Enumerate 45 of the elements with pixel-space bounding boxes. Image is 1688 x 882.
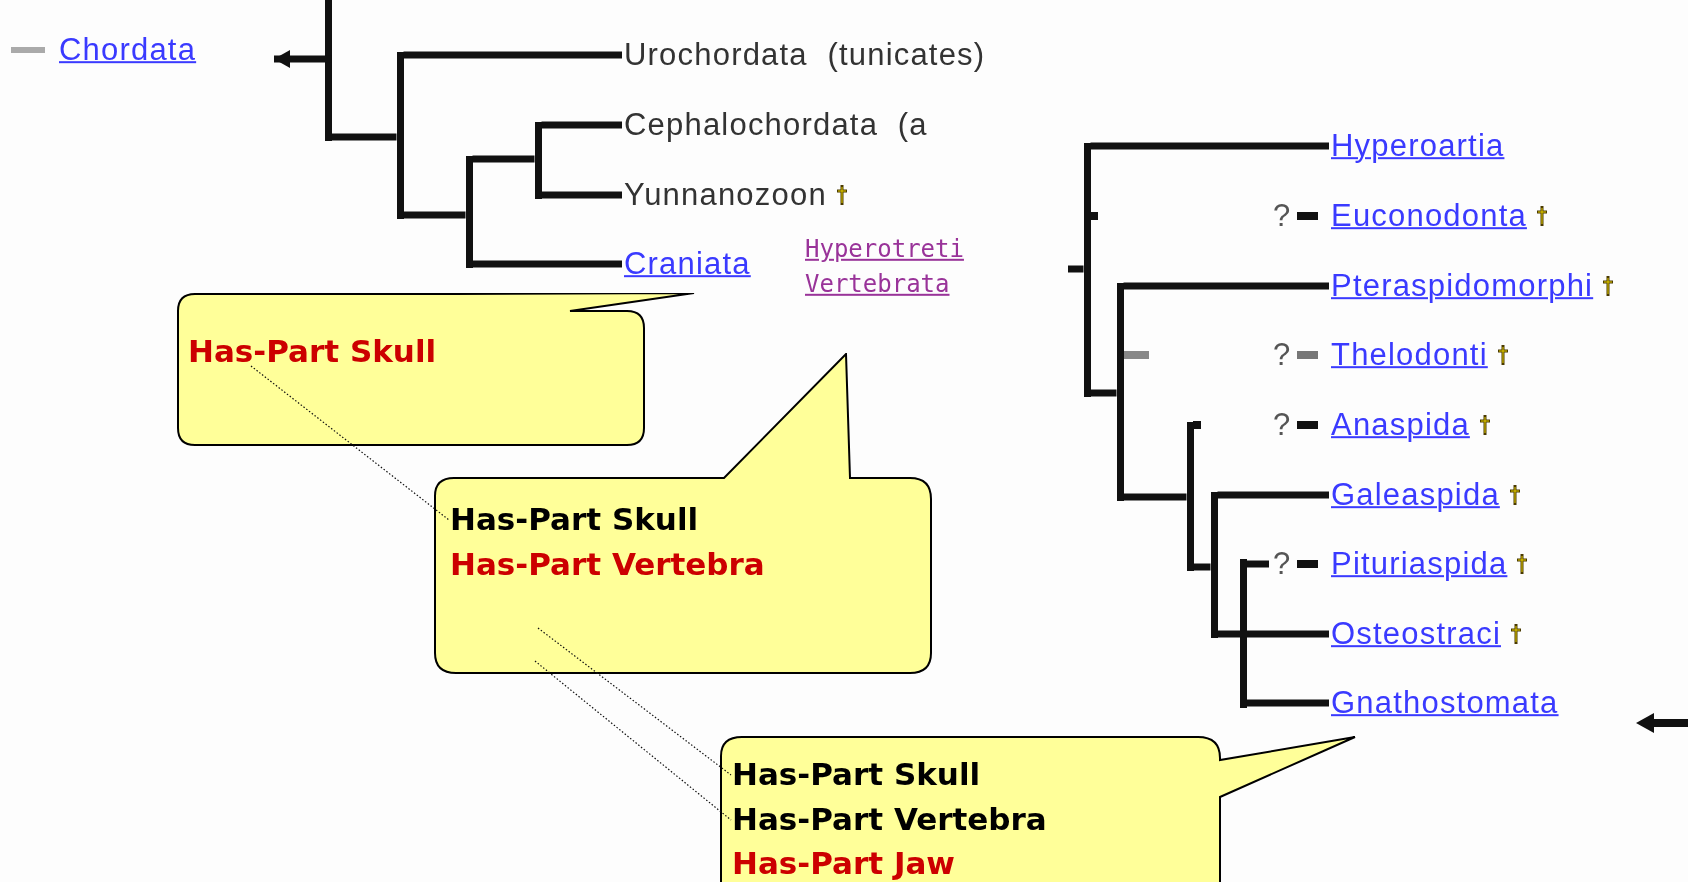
branch-line xyxy=(1123,493,1187,501)
branch-line xyxy=(331,133,397,141)
fact-text: Has-Part Skull xyxy=(450,502,699,538)
uncertainty-mark: ? xyxy=(1273,337,1291,373)
taxon-name: Cephalochordata (a xyxy=(624,107,928,143)
branch-bar xyxy=(1083,142,1091,397)
taxon-link: Galeaspida xyxy=(1331,477,1500,513)
branch-line xyxy=(472,155,535,163)
taxon-name: Urochordata (tunicates) xyxy=(624,37,986,73)
taxon-link: Osteostraci xyxy=(1331,616,1501,652)
taxon-link: Pituriaspida xyxy=(1331,546,1508,582)
branch-bar xyxy=(534,121,542,199)
branch-line xyxy=(1193,563,1211,571)
branch-bar xyxy=(1239,558,1247,708)
uncertainty-mark: ? xyxy=(1273,198,1291,234)
fact-text: Has-Part Skull xyxy=(188,334,437,370)
taxon-link: Thelodonti xyxy=(1331,337,1488,373)
taxon-link: Hyperoartia xyxy=(1331,128,1505,164)
speech-bubble xyxy=(720,736,1357,882)
taxon-name: Yunnanozoon xyxy=(624,177,827,213)
branch-line xyxy=(1090,389,1117,397)
branch-bar xyxy=(396,51,404,219)
uncertainty-mark: ? xyxy=(1273,407,1291,443)
branch-bar xyxy=(1186,421,1194,571)
taxon-link: Craniata xyxy=(624,246,751,282)
branch-bar xyxy=(1116,282,1124,501)
taxon-link: Euconodonta xyxy=(1331,198,1527,234)
taxon-link: Pteraspidomorphi xyxy=(1331,268,1594,304)
fact-text: Has-Part Jaw xyxy=(732,846,955,882)
fact-text: Has-Part Skull xyxy=(732,757,981,793)
taxon-link: Anaspida xyxy=(1331,407,1470,443)
taxon-link: Gnathostomata xyxy=(1331,685,1559,721)
branch-bar xyxy=(1210,491,1218,638)
taxon-link: Chordata xyxy=(59,32,197,68)
branch-line xyxy=(403,211,466,219)
speech-bubble xyxy=(177,293,695,447)
taxon-link: Vertebrata xyxy=(805,270,950,298)
fact-text: Has-Part Vertebra xyxy=(732,802,1047,838)
speech-bubble xyxy=(434,353,933,675)
taxon-link: Hyperotreti xyxy=(805,235,964,263)
branch-bar xyxy=(465,155,473,268)
fact-text: Has-Part Vertebra xyxy=(450,547,765,583)
uncertainty-mark: ? xyxy=(1273,546,1291,582)
leader-line xyxy=(537,627,732,776)
branch-bar xyxy=(324,0,332,141)
